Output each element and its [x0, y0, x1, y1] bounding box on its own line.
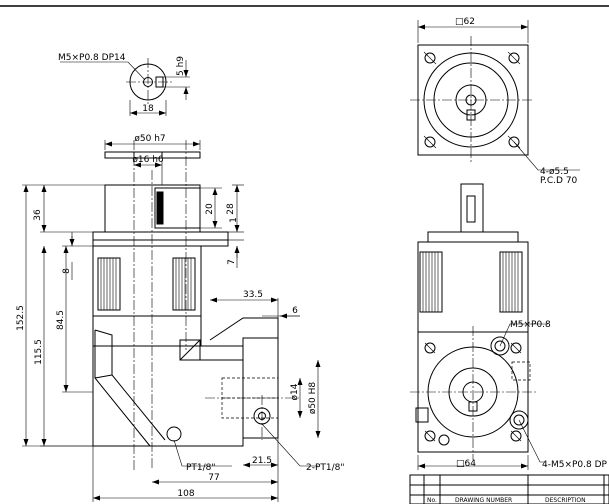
dim-108: 108	[177, 489, 194, 499]
dim-top-square: □62	[455, 17, 475, 27]
port-left-label: PT1/8"	[186, 463, 216, 473]
main-side-view	[92, 140, 300, 470]
dim-shaft-50h7: ø50 h7	[134, 134, 165, 144]
title-block-no: No.	[427, 497, 437, 504]
dim-7: 7	[227, 259, 237, 265]
dim-shaft-16h6: ø16 h6	[132, 155, 164, 165]
tap-dim-18: 18	[142, 104, 154, 114]
dim-bore-14: ø14	[290, 383, 300, 400]
dim-77: 77	[208, 473, 219, 483]
dim-33-5: 33.5	[243, 290, 263, 300]
tap-dim-5h9: 5 h9	[176, 56, 186, 76]
dim-20: 20	[205, 203, 215, 215]
right-thread-label: M5×P0.8	[510, 320, 551, 330]
front-view	[410, 183, 548, 470]
dim-28: 28	[226, 203, 236, 215]
top-view	[410, 20, 580, 171]
title-block-drawing-number: DRAWING NUMBER	[455, 497, 512, 504]
dim-36: 36	[33, 209, 43, 221]
dim-115-5: 115.5	[34, 339, 44, 365]
tap-thread-label: M5×P0.8 DP14	[58, 53, 126, 63]
dim-84-5: 84.5	[56, 310, 66, 330]
port-right-label: 2-PT1/8"	[306, 463, 345, 473]
shaft-end-detail	[60, 58, 190, 116]
holes-top-label: 4-ø5.5	[540, 167, 569, 177]
title-block-description: DESCRIPTION	[545, 497, 586, 504]
dim-21-5: 21.5	[252, 456, 272, 466]
main-view-dimensions	[22, 140, 321, 502]
dim-bore-50h8: ø50 H8	[308, 382, 318, 415]
dim-6: 6	[292, 306, 298, 316]
dim-8: 8	[62, 268, 72, 274]
pcd-label: P.C.D 70	[540, 176, 578, 186]
bottom-holes-label: 4-M5×P0.8 DP	[542, 460, 608, 470]
dim-bottom-square: □64	[456, 459, 476, 469]
dim-1: 1	[229, 217, 239, 223]
title-block	[409, 474, 609, 504]
dim-152-5: 152.5	[16, 305, 26, 331]
